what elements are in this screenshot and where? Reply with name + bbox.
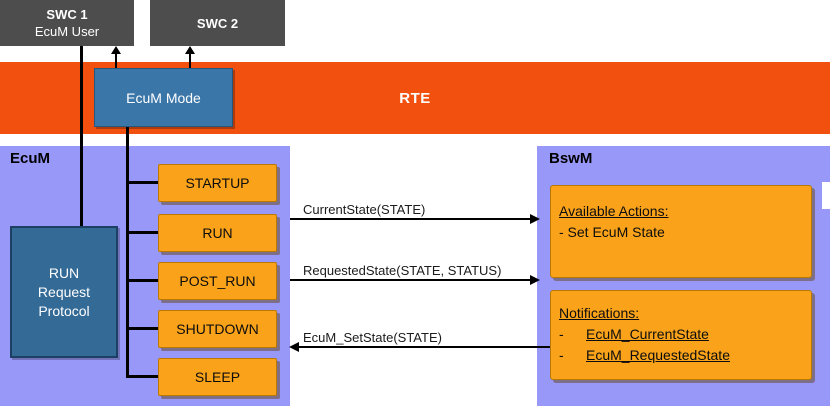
arrow-right-icon — [530, 214, 540, 224]
arrow-up-icon — [111, 46, 121, 54]
run-request-line3: Protocol — [38, 302, 90, 319]
state-label: SHUTDOWN — [176, 321, 259, 337]
arrow-up-icon — [185, 46, 195, 54]
state-branch-shutdown — [126, 327, 158, 330]
notification-item: - EcuM_CurrentState — [559, 324, 803, 345]
state-box-shutdown: SHUTDOWN — [158, 310, 277, 348]
run-request-line2: Request — [37, 283, 91, 300]
notification-item-label: EcuM_RequestedState — [586, 347, 730, 363]
rte-label: RTE — [399, 89, 431, 107]
message-setstate-line — [299, 346, 550, 348]
available-actions-item: - Set EcuM State — [559, 224, 665, 240]
state-box-postrun: POST_RUN — [158, 262, 277, 300]
notification-item: - EcuM_RequestedState — [559, 345, 803, 366]
available-actions-box: Available Actions: - Set EcuM State — [550, 185, 812, 278]
run-request-protocol-box: RUN Request Protocol — [10, 226, 118, 358]
available-actions-title: Available Actions: — [559, 203, 669, 219]
bullet-dash: - — [559, 347, 564, 363]
state-box-sleep: SLEEP — [158, 358, 277, 396]
message-currentstate-label: CurrentState(STATE) — [303, 202, 426, 217]
state-label: STARTUP — [185, 175, 250, 191]
swc1-box: SWC 1 EcuM User — [0, 0, 134, 46]
ecum-mode-box: EcuM Mode — [94, 68, 233, 127]
state-branch-postrun — [126, 279, 158, 282]
state-branch-startup — [126, 181, 158, 184]
ecum-mode-label: EcuM Mode — [126, 89, 201, 106]
arrow-mode-to-swc2-line — [189, 52, 191, 68]
swc1-title: SWC 1 — [46, 7, 88, 22]
bullet-dash: - — [559, 326, 564, 342]
notifications-box: Notifications: - EcuM_CurrentState - Ecu… — [550, 290, 812, 380]
arrow-mode-to-swc1-line — [115, 52, 117, 68]
notifications-title: Notifications: — [559, 305, 640, 321]
state-box-run: RUN — [158, 214, 277, 252]
swc2-title: SWC 2 — [196, 15, 239, 31]
notification-item-label: EcuM_CurrentState — [586, 326, 709, 342]
run-request-line1: RUN — [48, 264, 80, 281]
state-label: RUN — [202, 225, 233, 241]
state-box-startup: STARTUP — [158, 164, 277, 202]
message-currentstate-line — [290, 218, 530, 220]
bswm-region-label: BswM — [549, 150, 593, 167]
arrow-left-icon — [289, 342, 299, 352]
right-edge-notch — [822, 182, 830, 209]
state-branch-sleep — [126, 375, 158, 378]
ecum-region-label: EcuM — [10, 150, 51, 167]
message-requestedstate-line — [290, 279, 530, 281]
state-label: POST_RUN — [179, 273, 256, 289]
swc1-subtitle: EcuM User — [34, 24, 100, 39]
state-tree-spine — [126, 125, 129, 377]
connector-swc1-to-runrequest — [80, 46, 83, 226]
message-setstate-label: EcuM_SetState(STATE) — [303, 330, 442, 345]
state-label: SLEEP — [194, 369, 241, 385]
state-branch-run — [126, 231, 158, 234]
swc2-box: SWC 2 — [150, 0, 285, 46]
message-requestedstate-label: RequestedState(STATE, STATUS) — [303, 263, 502, 278]
arrow-right-icon — [530, 275, 540, 285]
